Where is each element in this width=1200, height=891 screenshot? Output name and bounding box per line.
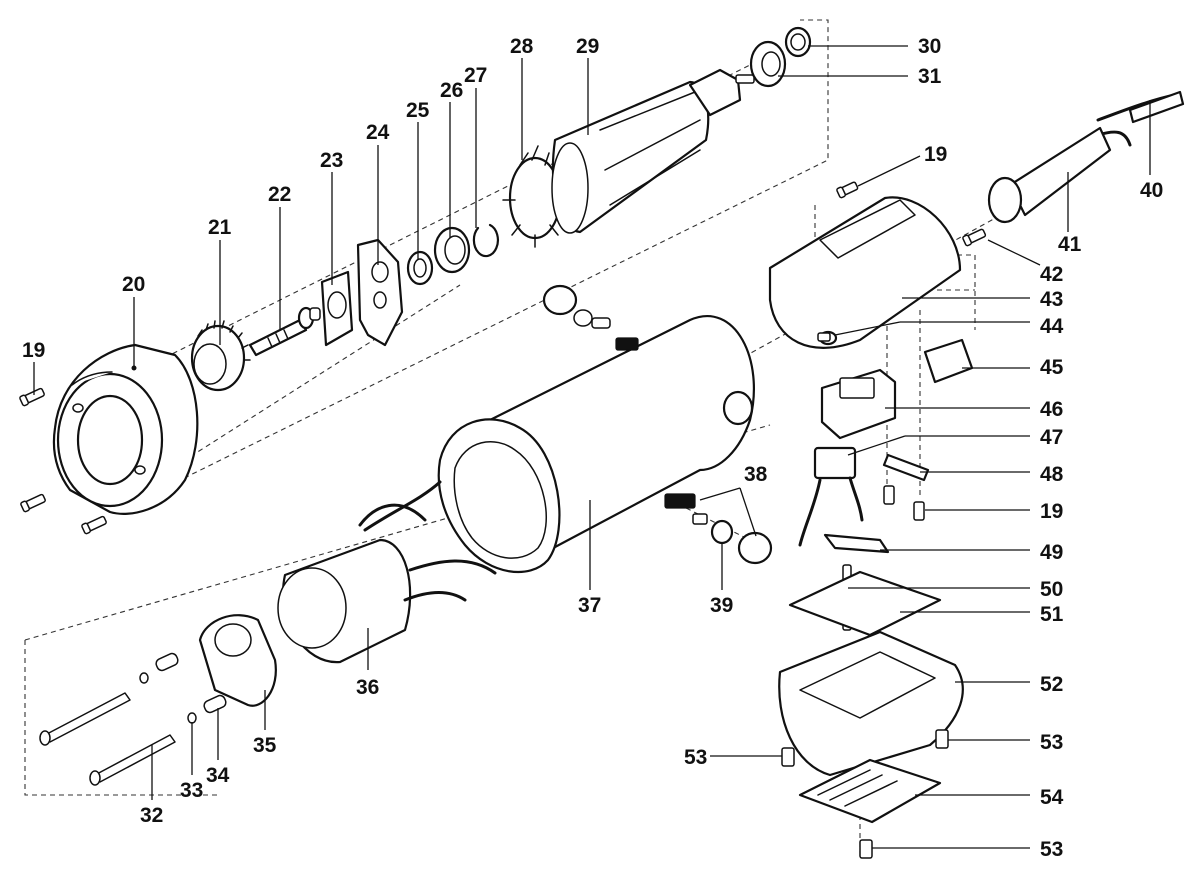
label-30: 30 [918, 35, 941, 58]
leader-lines [33, 45, 1151, 849]
label-34: 34 [206, 764, 230, 787]
label-42: 42 [1040, 263, 1063, 286]
part-37-motor-housing [437, 314, 755, 574]
label-29: 29 [576, 35, 599, 58]
label-53-bottom: 53 [1040, 838, 1063, 861]
label-33: 33 [180, 779, 203, 802]
label-28: 28 [510, 35, 534, 58]
label-45: 45 [1040, 356, 1064, 379]
label-19: 19 [22, 339, 45, 362]
part-42-screw [962, 228, 987, 247]
part-34-sleeve [155, 652, 227, 714]
part-19-screws-right [836, 181, 925, 521]
label-32: 32 [140, 804, 163, 827]
label-20: 20 [122, 273, 145, 296]
label-36: 36 [356, 676, 379, 699]
part-48-clamp [882, 453, 930, 482]
label-21: 21 [208, 216, 232, 239]
part-41-cable-sleeve [987, 126, 1112, 224]
label-50: 50 [1040, 578, 1063, 601]
label-44: 44 [1040, 315, 1064, 338]
part-54-bottom-cover [798, 758, 942, 824]
part-30-ring [784, 26, 812, 58]
part-33-washer [139, 672, 197, 724]
label-23: 23 [320, 149, 343, 172]
part-29-armature [551, 68, 755, 234]
part-53-screws [781, 729, 949, 859]
label-22: 22 [268, 183, 291, 206]
label-47: 47 [1040, 426, 1063, 449]
label-35: 35 [253, 734, 277, 757]
part-52-base-housing [778, 630, 964, 777]
part-20-front-housing [52, 343, 199, 515]
label-54: 54 [1040, 786, 1064, 809]
label-53-left: 53 [684, 746, 707, 769]
label-49: 49 [1040, 541, 1063, 564]
part-27-clip [472, 223, 499, 258]
part-22-spindle [248, 306, 321, 357]
part-31-bearing [749, 40, 787, 88]
label-40: 40 [1140, 179, 1163, 202]
part-36-field-coil [277, 480, 497, 664]
part-21-gear [190, 320, 251, 392]
label-31: 31 [918, 65, 942, 88]
label-41: 41 [1058, 233, 1082, 256]
part-labels: 19 20 21 22 23 24 25 26 27 28 29 30 31 1… [22, 35, 1163, 861]
label-51: 51 [1040, 603, 1064, 626]
part-47-connector [798, 446, 864, 547]
part-40-cable [1096, 90, 1185, 147]
label-38: 38 [744, 463, 768, 486]
part-35-holder [198, 614, 277, 707]
label-53-right: 53 [1040, 731, 1063, 754]
part-43-rear-housing [768, 196, 962, 349]
label-37: 37 [578, 594, 601, 617]
part-46-switch [820, 368, 897, 440]
label-26: 26 [440, 79, 463, 102]
part-19-screws-left [19, 387, 107, 535]
label-43: 43 [1040, 288, 1063, 311]
part-26-bearing [433, 226, 471, 274]
part-32-long-screws [39, 692, 176, 786]
part-49-terminal [823, 533, 890, 554]
label-19-right: 19 [1040, 500, 1063, 523]
label-48: 48 [1040, 463, 1064, 486]
label-19-top: 19 [924, 143, 947, 166]
part-51-plate [788, 570, 942, 637]
part-23-gasket [320, 270, 354, 347]
label-25: 25 [406, 99, 430, 122]
part-25-washer [406, 250, 434, 286]
label-52: 52 [1040, 673, 1063, 696]
part-24-gear-plate [356, 238, 404, 347]
label-39: 39 [710, 594, 733, 617]
label-46: 46 [1040, 398, 1063, 421]
label-24: 24 [366, 121, 390, 144]
part-28-fan [502, 145, 562, 248]
part-45-capacitor [923, 338, 974, 384]
label-27: 27 [464, 64, 487, 87]
